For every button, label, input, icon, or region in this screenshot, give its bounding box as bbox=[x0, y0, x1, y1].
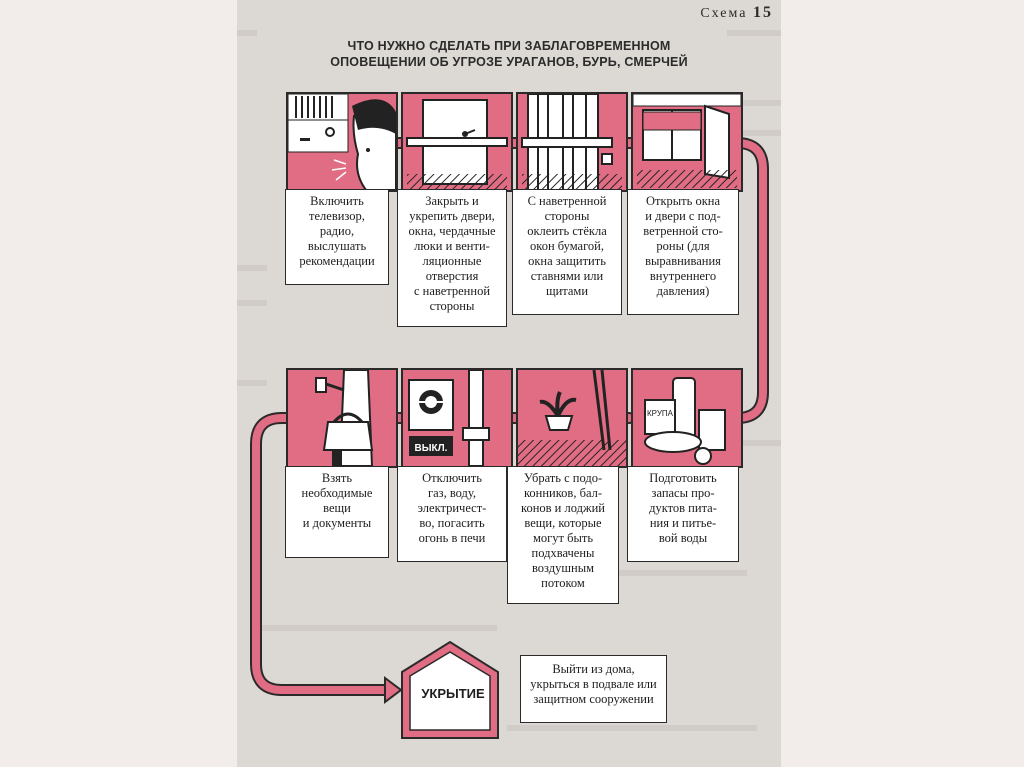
locked-door-icon bbox=[406, 99, 508, 190]
balcony-items-icon bbox=[518, 370, 626, 466]
step-open-text: Открыть окна и двери с под- ветренной ст… bbox=[627, 189, 739, 315]
shuttered-window-icon bbox=[521, 94, 622, 190]
step-balcony-text: Убрать с подо- конников, бал- конов и ло… bbox=[507, 466, 619, 604]
food-badge: КРУПА bbox=[647, 409, 674, 418]
shelter-text: Выйти из дома, укрыться в подвале или за… bbox=[520, 655, 667, 723]
step-doors-text: Закрыть и укрепить двери, окна, чердачны… bbox=[397, 189, 507, 327]
step-glass-text: С наветренной стороны оклеить стёкла око… bbox=[512, 189, 622, 315]
diagram-title: ЧТО НУЖНО СДЕЛАТЬ ПРИ ЗАБЛАГОВРЕМЕННОМ О… bbox=[237, 38, 781, 70]
step-open-image bbox=[631, 92, 743, 192]
open-window-icon bbox=[633, 94, 741, 188]
step-docs-text: Взять необходимые вещи и документы bbox=[285, 466, 389, 558]
step-food-image: КРУПА bbox=[631, 368, 743, 468]
step-doors-image bbox=[401, 92, 513, 192]
title-line-1: ЧТО НУЖНО СДЕЛАТЬ ПРИ ЗАБЛАГОВРЕМЕННОМ bbox=[347, 39, 671, 53]
switch-off-icon: ВЫКЛ. bbox=[408, 370, 490, 466]
step-balcony-image bbox=[516, 368, 628, 468]
schema-label: Схема 15 bbox=[700, 4, 773, 21]
step-food-text: Подготовить запасы про- дуктов пита- ния… bbox=[627, 466, 739, 562]
food-supplies-icon: КРУПА bbox=[644, 377, 726, 465]
step-tv-text: Включить телевизор, радио, выслушать рек… bbox=[285, 189, 389, 285]
step-utilities-text: Отключить газ, воду, электричест- во, по… bbox=[397, 466, 507, 562]
flow-arrows bbox=[250, 137, 769, 704]
tv-radio-person-icon bbox=[288, 94, 396, 190]
arrow-head bbox=[384, 676, 403, 704]
switch-off-label: ВЫКЛ. bbox=[415, 443, 448, 454]
shelter-label: УКРЫТИЕ bbox=[421, 686, 485, 701]
shelter-house-icon bbox=[401, 640, 499, 739]
bag-documents-icon bbox=[315, 370, 374, 466]
step-tv-image bbox=[286, 92, 398, 192]
scanned-page: Схема 15 ЧТО НУЖНО СДЕЛАТЬ ПРИ ЗАБЛАГОВР… bbox=[237, 0, 781, 767]
step-docs-image bbox=[286, 368, 398, 468]
step-utilities-image: ВЫКЛ. bbox=[401, 368, 513, 468]
step-glass-image bbox=[516, 92, 628, 192]
title-line-2: ОПОВЕЩЕНИИ ОБ УГРОЗЕ УРАГАНОВ, БУРЬ, СМЕ… bbox=[330, 55, 688, 69]
